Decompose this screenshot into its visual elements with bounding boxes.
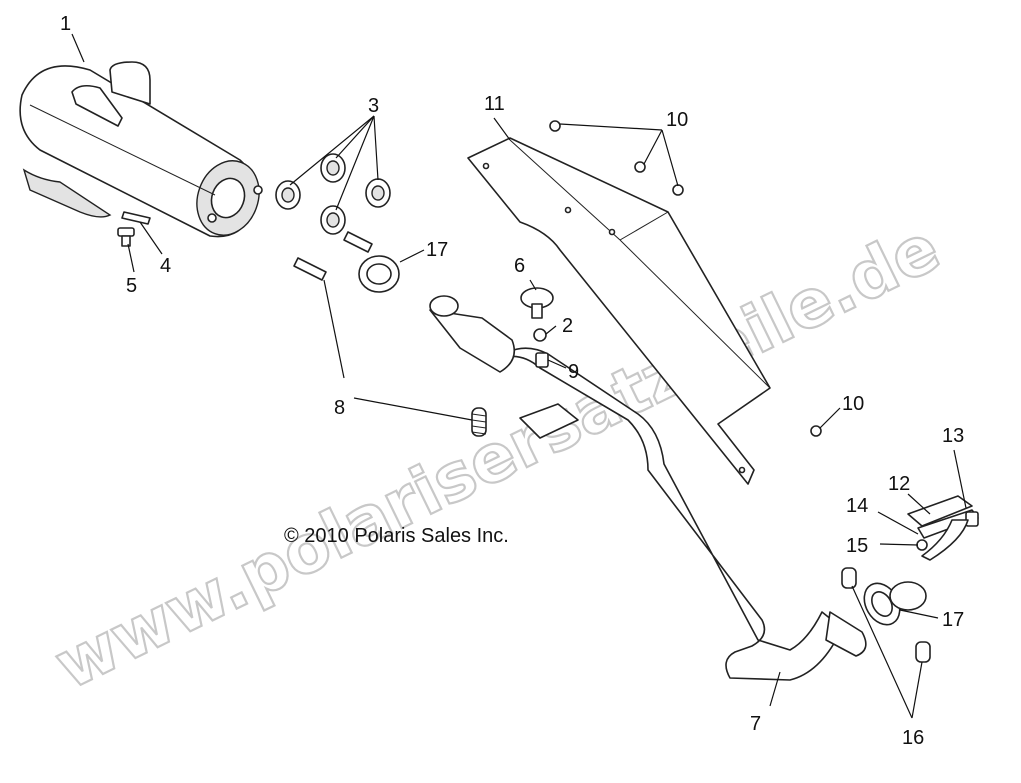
callout-12: 12: [888, 473, 910, 495]
stud-bolts-part: [293, 231, 373, 281]
callout-10-upper: 10: [666, 109, 688, 131]
gasket-lower-part: [863, 581, 927, 626]
springs-part-16: [841, 567, 931, 663]
callout-16: 16: [902, 727, 924, 749]
callout-17-lower: 17: [942, 609, 964, 631]
callout-7: 7: [750, 713, 761, 735]
spring-part-8: [471, 407, 487, 437]
bolt-part-5: [117, 227, 135, 247]
exhaust-pipe-part: [429, 295, 867, 681]
callout-17-upper: 17: [426, 239, 448, 261]
heat-shield-part: [467, 137, 771, 485]
callout-2: 2: [562, 315, 573, 337]
flange-parts: [907, 495, 979, 561]
callout-9: 9: [568, 361, 579, 383]
callout-3: 3: [368, 95, 379, 117]
cap-part-6: [520, 287, 554, 319]
callout-labels: 1 2 3 4 5 6 7 8 9 10 10 11 12 13 14 15 1…: [60, 13, 964, 749]
copyright-text: © 2010 Polaris Sales Inc.: [284, 525, 509, 547]
nut-part-2: [533, 328, 547, 342]
callout-14: 14: [846, 495, 868, 517]
callout-5: 5: [126, 275, 137, 297]
leader-lines: [71, 33, 967, 719]
callout-13: 13: [942, 425, 964, 447]
spring-pin-part: [121, 211, 151, 225]
callout-8: 8: [334, 397, 345, 419]
callout-4: 4: [160, 255, 171, 277]
callout-10-lower: 10: [842, 393, 864, 415]
callout-6: 6: [514, 255, 525, 277]
gasket-upper-part: [358, 255, 400, 293]
fasteners-part-10: [549, 120, 822, 437]
callout-15: 15: [846, 535, 868, 557]
callout-1: 1: [60, 13, 71, 35]
grommets-part: [275, 153, 391, 235]
callout-11: 11: [484, 93, 505, 115]
muffler-part: [19, 61, 263, 238]
bolt-part-9: [535, 352, 549, 368]
